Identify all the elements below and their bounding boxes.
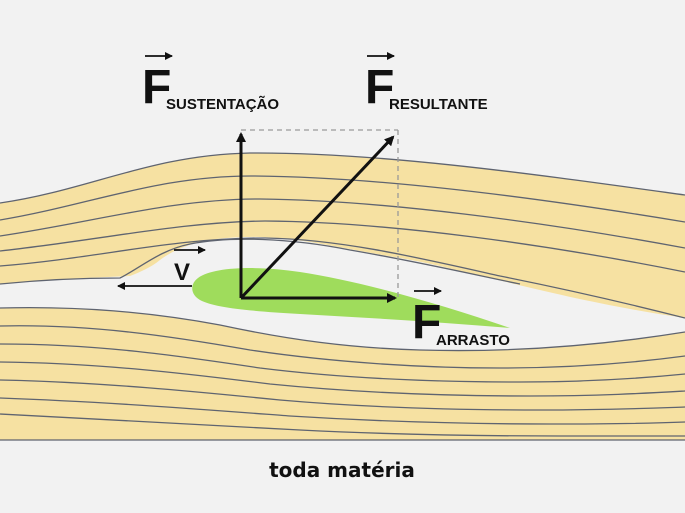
- upper-airflow-band: [0, 152, 685, 319]
- vector-overbars: [145, 52, 442, 295]
- streamline-upper-1: [0, 152, 685, 204]
- brand-footer: toda matéria: [269, 458, 415, 482]
- streamline-lower-1: [0, 306, 685, 352]
- streamline-upper-2: [0, 175, 685, 223]
- resultant-label-letter: F: [365, 61, 394, 114]
- streamline-upper-inner: [0, 238, 521, 285]
- drag-label-subscript: ARRASTO: [436, 332, 510, 349]
- streamline-lower-7: [0, 413, 685, 437]
- streamline-upper-5: [0, 237, 685, 319]
- streamline-lower-2: [0, 325, 685, 369]
- drag-label-letter: F: [412, 296, 441, 349]
- streamline-lower-4: [0, 361, 685, 397]
- lift-label-subscript: SUSTENTAÇÃO: [166, 95, 279, 113]
- velocity-label: V: [174, 259, 190, 286]
- streamline-lower-5: [0, 379, 685, 411]
- resultant-label-subscript: RESULTANTE: [389, 96, 488, 113]
- upper-band-fill: [0, 152, 685, 318]
- streamline-upper-4: [0, 220, 685, 273]
- streamline-lower-6: [0, 397, 685, 425]
- lift-label-letter: F: [142, 61, 171, 114]
- streamline-upper-3: [0, 198, 685, 249]
- lower-airflow-band: [0, 306, 685, 441]
- streamline-lower-3: [0, 343, 685, 383]
- resultant-force-arrow: [239, 135, 395, 300]
- lower-band-fill: [0, 307, 685, 440]
